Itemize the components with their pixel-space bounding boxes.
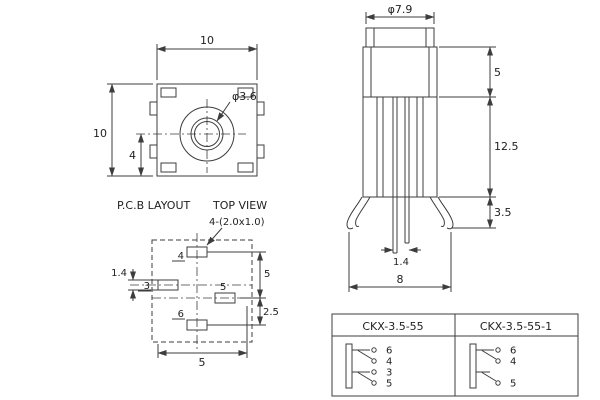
dim-left-height: 10	[93, 83, 153, 177]
dim-row-spacing-text: 5	[264, 269, 270, 280]
left-pin-4: 4	[386, 357, 392, 368]
dim-barrel-dia: φ7.9	[365, 3, 435, 24]
pcb-board-outline	[151, 239, 253, 343]
pcb-pad-note: 4-(2.0x1.0)	[209, 217, 265, 228]
schematic-left: 6 4 3 5	[345, 343, 392, 390]
jack-barrel	[365, 27, 435, 48]
right-leg	[437, 196, 454, 230]
right-pin-6: 6	[510, 346, 516, 357]
dim-pin-gap: 1.4	[381, 247, 421, 268]
dim-pin-gap-text: 1.4	[393, 257, 409, 268]
right-pin-5: 5	[510, 379, 516, 390]
side-view: φ7.9 5 12.5 3.5 1.4 8	[346, 3, 519, 292]
dim-body-width-text: 8	[397, 273, 404, 286]
schematic-right: 6 4 5	[469, 343, 516, 390]
pad-6-label: 6	[178, 309, 184, 320]
hole-diameter-text: φ3.6	[232, 90, 257, 103]
dim-pcb-cols: 5	[157, 306, 248, 369]
pad-3	[157, 279, 179, 291]
dim-lower-section-text: 3.5	[494, 206, 512, 219]
dim-barrel-dia-text: φ7.9	[388, 3, 413, 16]
left-leg	[346, 196, 363, 230]
hole-diameter-callout: φ3.6	[216, 90, 257, 122]
dim-upper-section-text: 5	[494, 66, 501, 79]
pcb-view-label: TOP VIEW	[212, 199, 267, 212]
pad-labels: 4 3 5 6	[138, 251, 226, 320]
dim-col-spacing-text: 5	[199, 356, 206, 369]
pad-5	[214, 292, 236, 304]
dim-row-spacing2-text: 2.5	[263, 307, 279, 318]
right-pin-4: 4	[510, 357, 516, 368]
dim-body-width: 8	[348, 232, 452, 292]
dim-pcb-rows: 5 2.5	[207, 251, 279, 326]
table-header-right: CKX-3.5-55-1	[480, 320, 552, 333]
pcb-layout: P.C.B LAYOUT TOP VIEW 4-(2.0x1.0) 4 3 5 …	[111, 199, 279, 369]
left-pin-5: 5	[386, 379, 392, 390]
selector-table: CKX-3.5-55 CKX-3.5-55-1 6 4 3 5	[331, 313, 579, 397]
left-pin-3: 3	[386, 368, 392, 379]
dim-top-width-text: 10	[200, 34, 214, 47]
jack-housing	[362, 46, 438, 198]
dim-pad-height-text: 1.4	[111, 268, 127, 279]
pcb-layout-title: P.C.B LAYOUT	[117, 199, 191, 212]
side-view-body	[346, 27, 454, 254]
dim-left-height-text: 10	[93, 127, 107, 140]
dim-center-offset-text: 4	[129, 149, 136, 162]
top-view: 10 10 4 φ3.6	[93, 34, 265, 177]
pad-5-label: 5	[220, 282, 226, 293]
dim-center-offset: 4	[129, 133, 144, 177]
top-view-body	[136, 83, 265, 177]
top-view-outline	[156, 83, 258, 177]
left-pin-6: 6	[386, 346, 392, 357]
dim-body-height-text: 12.5	[494, 140, 519, 153]
table-header-left: CKX-3.5-55	[362, 320, 423, 333]
pad-3-label: 3	[144, 281, 150, 292]
dim-top-width: 10	[156, 34, 258, 80]
dim-pad-height: 1.4	[111, 268, 158, 301]
dim-right-chain: 5 12.5 3.5	[439, 46, 519, 229]
pad-4-label: 4	[178, 251, 184, 262]
